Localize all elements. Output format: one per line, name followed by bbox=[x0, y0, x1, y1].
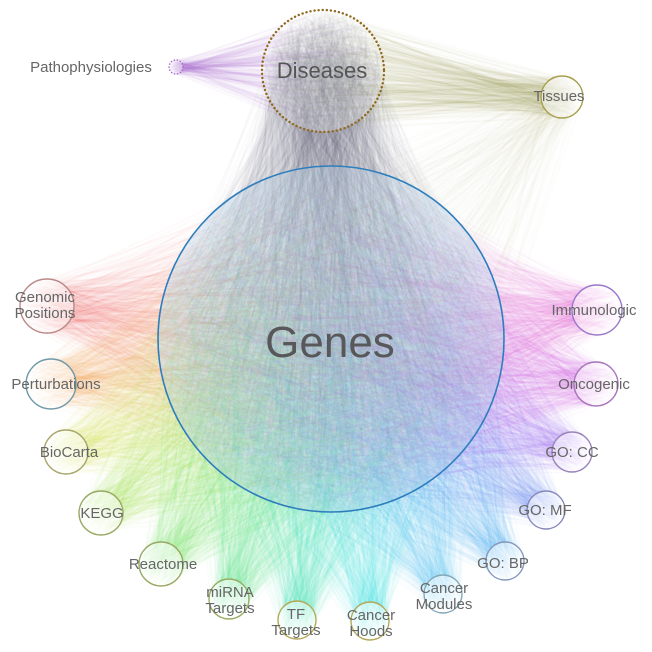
node-circle-go_bp[interactable] bbox=[485, 541, 525, 581]
node-oncogenic[interactable]: Oncogenic bbox=[558, 361, 630, 407]
node-label-perturbations: Perturbations bbox=[11, 376, 100, 393]
node-circle-go_cc[interactable] bbox=[551, 431, 593, 473]
node-circle-perturbations[interactable] bbox=[25, 358, 77, 410]
node-immunologic[interactable]: Immunologic bbox=[551, 284, 637, 336]
node-circle-immunologic[interactable] bbox=[571, 284, 623, 336]
node-label-immunologic: Immunologic bbox=[551, 302, 637, 319]
node-circle-pathophysiologies[interactable] bbox=[168, 59, 184, 75]
node-label-biocarta: BioCarta bbox=[40, 444, 99, 461]
node-diseases[interactable]: Diseases bbox=[260, 8, 386, 134]
node-label-go_cc: GO: CC bbox=[545, 444, 599, 461]
node-circle-cancer_modules[interactable] bbox=[423, 574, 463, 614]
node-tissues[interactable]: Tissues bbox=[533, 75, 585, 119]
node-pathophysiologies[interactable]: Pathophysiologies bbox=[30, 59, 184, 76]
node-go_cc[interactable]: GO: CC bbox=[545, 431, 599, 473]
node-circle-genomic_positions[interactable] bbox=[19, 278, 75, 334]
node-label-kegg: KEGG bbox=[80, 505, 123, 522]
node-label-go_mf: GO: MF bbox=[518, 502, 571, 519]
node-circle-cancer_hoods[interactable] bbox=[350, 601, 390, 641]
node-label-go_bp: GO: BP bbox=[477, 555, 529, 572]
node-label-oncogenic: Oncogenic bbox=[558, 376, 630, 393]
node-kegg[interactable]: KEGG bbox=[78, 490, 124, 536]
node-circle-kegg[interactable] bbox=[78, 490, 124, 536]
node-label-genes: Genes bbox=[265, 318, 395, 367]
node-label-tissues: Tissues bbox=[533, 88, 584, 105]
node-biocarta[interactable]: BioCarta bbox=[40, 429, 99, 475]
node-circle-tf_targets[interactable] bbox=[277, 600, 317, 640]
node-label-reactome: Reactome bbox=[129, 556, 197, 573]
node-go_bp[interactable]: GO: BP bbox=[477, 541, 529, 581]
node-perturbations[interactable]: Perturbations bbox=[11, 358, 101, 410]
node-circle-diseases[interactable] bbox=[260, 8, 386, 134]
node-label-diseases: Diseases bbox=[277, 58, 367, 83]
node-circle-mirna_targets[interactable] bbox=[208, 578, 250, 620]
node-circle-biocarta[interactable] bbox=[43, 429, 89, 475]
node-circle-reactome[interactable] bbox=[138, 541, 184, 587]
node-genes[interactable]: Genes bbox=[157, 165, 505, 513]
node-circle-oncogenic[interactable] bbox=[573, 361, 619, 407]
node-circle-tissues[interactable] bbox=[540, 75, 584, 119]
node-circle-genes[interactable] bbox=[157, 165, 505, 513]
node-circle-go_mf[interactable] bbox=[526, 490, 566, 530]
node-label-pathophysiologies: Pathophysiologies bbox=[30, 59, 152, 76]
node-go_mf[interactable]: GO: MF bbox=[518, 490, 572, 530]
node-reactome[interactable]: Reactome bbox=[129, 541, 197, 587]
